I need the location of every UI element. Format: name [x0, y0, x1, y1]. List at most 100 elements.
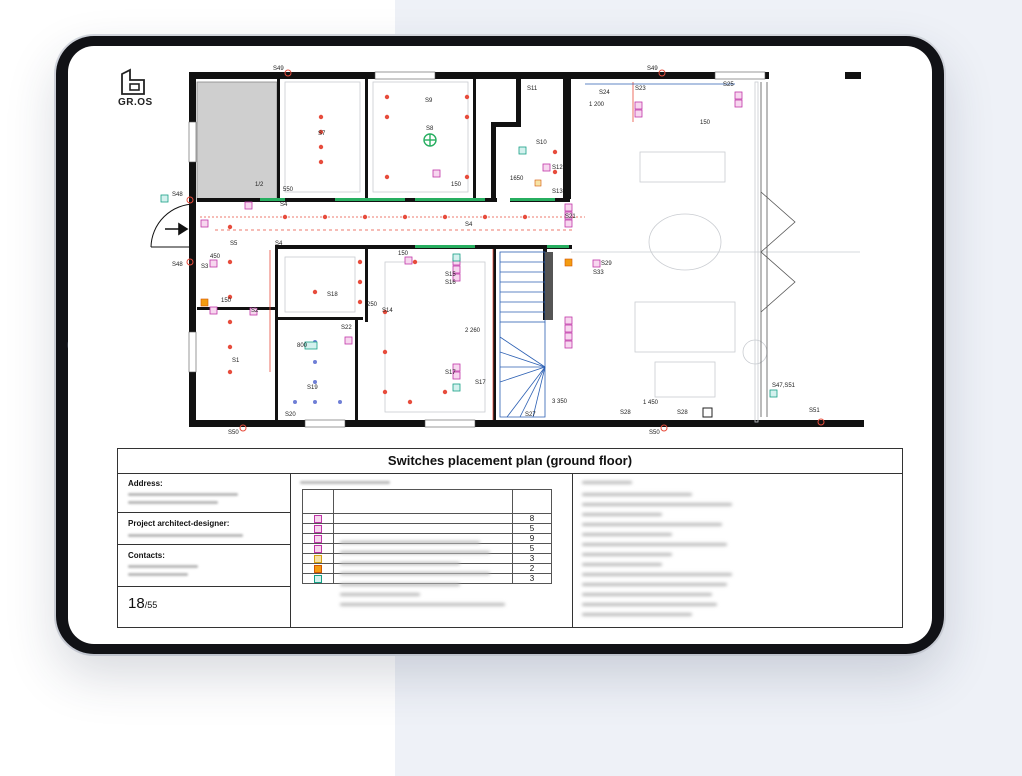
label-s4: S4: [275, 241, 283, 247]
spec-qty: 3: [512, 553, 552, 564]
spec-qty: 9: [512, 533, 552, 544]
spec-desc-cell: [333, 523, 513, 534]
exterior-light-markers: [186, 69, 825, 432]
spec-symbol-cell: [302, 553, 334, 564]
entry-door: [150, 203, 196, 248]
facade-window-right: [760, 82, 796, 417]
label-s10: S10: [536, 140, 547, 146]
spec-qty: 8: [512, 513, 552, 524]
orange-switch-symbols: [200, 179, 573, 307]
label-s17: S17: [475, 380, 486, 386]
spec-symbol-cell: [302, 523, 334, 534]
architect-label: Project architect-designer:: [128, 519, 230, 528]
spec-header-cell: [333, 489, 513, 514]
plan-labels: S49 S49 S50 S50 S51 S7 S9 S8 S11 S10 S12…: [172, 66, 820, 436]
label-s28: S28: [620, 410, 631, 416]
spec-title-blurred: [300, 481, 390, 484]
dim-3350: 3 350: [552, 399, 568, 405]
dim-450: 450: [210, 254, 221, 260]
label-s2: S2: [251, 308, 259, 314]
label-s20: S20: [285, 412, 296, 418]
logo-icon: [121, 68, 145, 95]
dim-1450: 1 450: [643, 400, 659, 406]
light-points: [227, 94, 558, 405]
label-s24: S24: [599, 90, 610, 96]
label-s33: S33: [593, 270, 604, 276]
label-s48: S48: [172, 262, 183, 268]
label-s1: S1: [232, 358, 240, 364]
contacts-cell: Contacts:: [118, 545, 290, 587]
stairs: [499, 251, 546, 418]
label-s14: S14: [382, 308, 393, 314]
spec-header-cell: [512, 489, 552, 514]
spec-qty: 2: [512, 563, 552, 574]
light-fixture-icon: [423, 133, 437, 147]
dim-150: 150: [398, 251, 409, 257]
label-s15: S15: [445, 272, 456, 278]
label-s5: S5: [230, 241, 238, 247]
label-s12: S12: [552, 165, 563, 171]
entry-arrow-icon: [165, 222, 189, 236]
spec-symbol-cell: [302, 573, 334, 584]
spec-qty: 3: [512, 573, 552, 584]
label-s4: S4: [465, 222, 473, 228]
page-current: 18: [128, 595, 145, 612]
spec-symbol-cell: [302, 563, 334, 574]
label-s18: S18: [327, 292, 338, 298]
spec-desc-cell: [333, 573, 513, 584]
blue-light-points: [293, 340, 342, 404]
dim-1650: 1650: [510, 176, 524, 182]
exterior-walls: [189, 72, 864, 427]
label-s8: S8: [426, 126, 434, 132]
switch-symbols: [200, 91, 743, 380]
label-s4: S4: [280, 202, 288, 208]
address-value-blurred: [128, 501, 218, 504]
title-block: Switches placement plan (ground floor) A…: [117, 448, 903, 628]
label-s19: S19: [307, 385, 318, 391]
spec-qty: 5: [512, 523, 552, 534]
label-s21: S21: [565, 214, 576, 220]
teal-switch-symbols: [160, 146, 778, 398]
label-s25: S25: [723, 82, 734, 88]
spec-qty: 5: [512, 543, 552, 554]
dim-550: 550: [283, 187, 294, 193]
label-s11: S11: [527, 86, 538, 92]
switch-specification: 8 5 9 5 3 2 3: [290, 473, 573, 627]
architect-value-blurred: [128, 534, 243, 537]
spec-symbol-cell: [302, 533, 334, 544]
contacts-value-blurred: [128, 565, 198, 568]
label-s7: S7: [318, 131, 326, 137]
dim-half: 1/2: [255, 182, 264, 188]
logo-text: GR.OS: [118, 97, 153, 108]
label-s22: S22: [341, 325, 352, 331]
wiring-routes: [200, 82, 735, 420]
notes-section: [572, 473, 902, 627]
label-s27: S27: [525, 412, 536, 418]
address-label: Address:: [128, 479, 163, 488]
label-s49: S49: [273, 66, 284, 72]
label-s47: S47,S51: [772, 383, 796, 389]
spec-header-cell: [302, 489, 334, 514]
drawing-title: Switches placement plan (ground floor): [118, 449, 902, 474]
label-s17: S17: [445, 370, 456, 376]
label-s3: S3: [201, 264, 209, 270]
address-cell: Address:: [118, 473, 290, 513]
windows: [188, 71, 766, 428]
dim-150: 150: [221, 298, 232, 304]
page-number: 18/55: [128, 595, 157, 612]
label-s9: S9: [425, 98, 433, 104]
furniture-outlines: [284, 81, 860, 423]
project-info: Address: Project architect-designer: Con…: [118, 473, 291, 627]
architect-cell: Project architect-designer:: [118, 513, 290, 545]
dim-2260: 2 260: [465, 328, 481, 334]
label-s48: S48: [172, 192, 183, 198]
label-s51: S51: [809, 408, 820, 414]
green-wall-strips: [260, 198, 569, 248]
dim-800: 800: [297, 343, 308, 349]
spec-desc-cell: [333, 513, 513, 524]
dim-250: 250: [367, 302, 378, 308]
spec-symbol-cell: [302, 513, 334, 524]
label-s16: S16: [445, 280, 456, 286]
label-s23: S23: [635, 86, 646, 92]
floor-plan[interactable]: S49 S49 S50 S50 S51 S7 S9 S8 S11 S10 S12…: [115, 62, 865, 437]
